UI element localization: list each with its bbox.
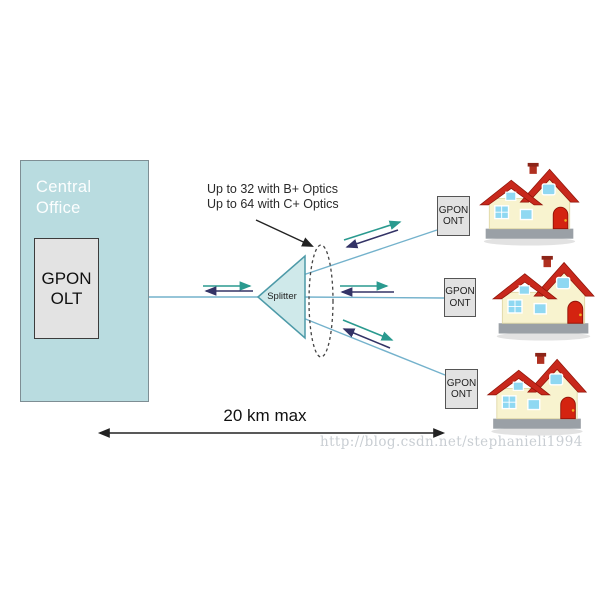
fiber-line-splitter-to-ont3 <box>302 317 446 376</box>
fiber-line-splitter-to-ont1 <box>302 229 438 276</box>
note-pointer-arrow <box>255 219 314 247</box>
ont3-label-line2: ONT <box>450 389 473 400</box>
gpon-ont-box-1: GPON ONT <box>437 196 470 236</box>
house-icon-1 <box>472 162 587 246</box>
central-office-label-line2: Office <box>36 199 81 217</box>
house-icon-3 <box>479 352 595 436</box>
gpon-olt-box: GPON OLT <box>34 238 99 339</box>
house-icon-2 <box>487 255 600 341</box>
central-office-label-line1: Central <box>36 178 92 196</box>
ont2-label-line1: GPON <box>445 286 475 297</box>
optics-note: Up to 32 with B+ Optics Up to 64 with C+… <box>207 182 339 212</box>
optics-note-line1: Up to 32 with B+ Optics <box>207 182 338 196</box>
distance-label: 20 km max <box>223 406 307 425</box>
ont3-label-line1: GPON <box>446 377 477 389</box>
central-office-box: Central Office GPON OLT <box>20 160 149 402</box>
upstream-arrow-upper <box>345 229 399 249</box>
optics-note-line2: Up to 64 with C+ Optics <box>207 197 339 211</box>
watermark-text: http://blog.csdn.net/stephanieli1994 <box>320 434 583 450</box>
ont1-label-line2: ONT <box>442 216 465 227</box>
gpon-olt-label-line1: GPON <box>41 268 92 288</box>
splitter-label: Splitter <box>267 291 297 302</box>
gpon-olt-label-line2: OLT <box>50 288 83 308</box>
downstream-arrow-lower <box>342 319 394 341</box>
gpon-ont-box-3: GPON ONT <box>445 369 478 409</box>
split-ratio-ellipse <box>308 244 334 358</box>
downstream-arrow-upper <box>343 220 402 241</box>
central-office-label: Central Office <box>36 177 91 219</box>
gpon-ont-box-2: GPON ONT <box>444 278 476 317</box>
splitter-triangle <box>256 254 306 340</box>
ont1-label-line1: GPON <box>438 204 469 216</box>
fiber-line-splitter-to-ont2 <box>299 296 445 299</box>
ont2-label-line2: ONT <box>449 297 471 309</box>
upstream-arrow-lower <box>342 328 391 349</box>
